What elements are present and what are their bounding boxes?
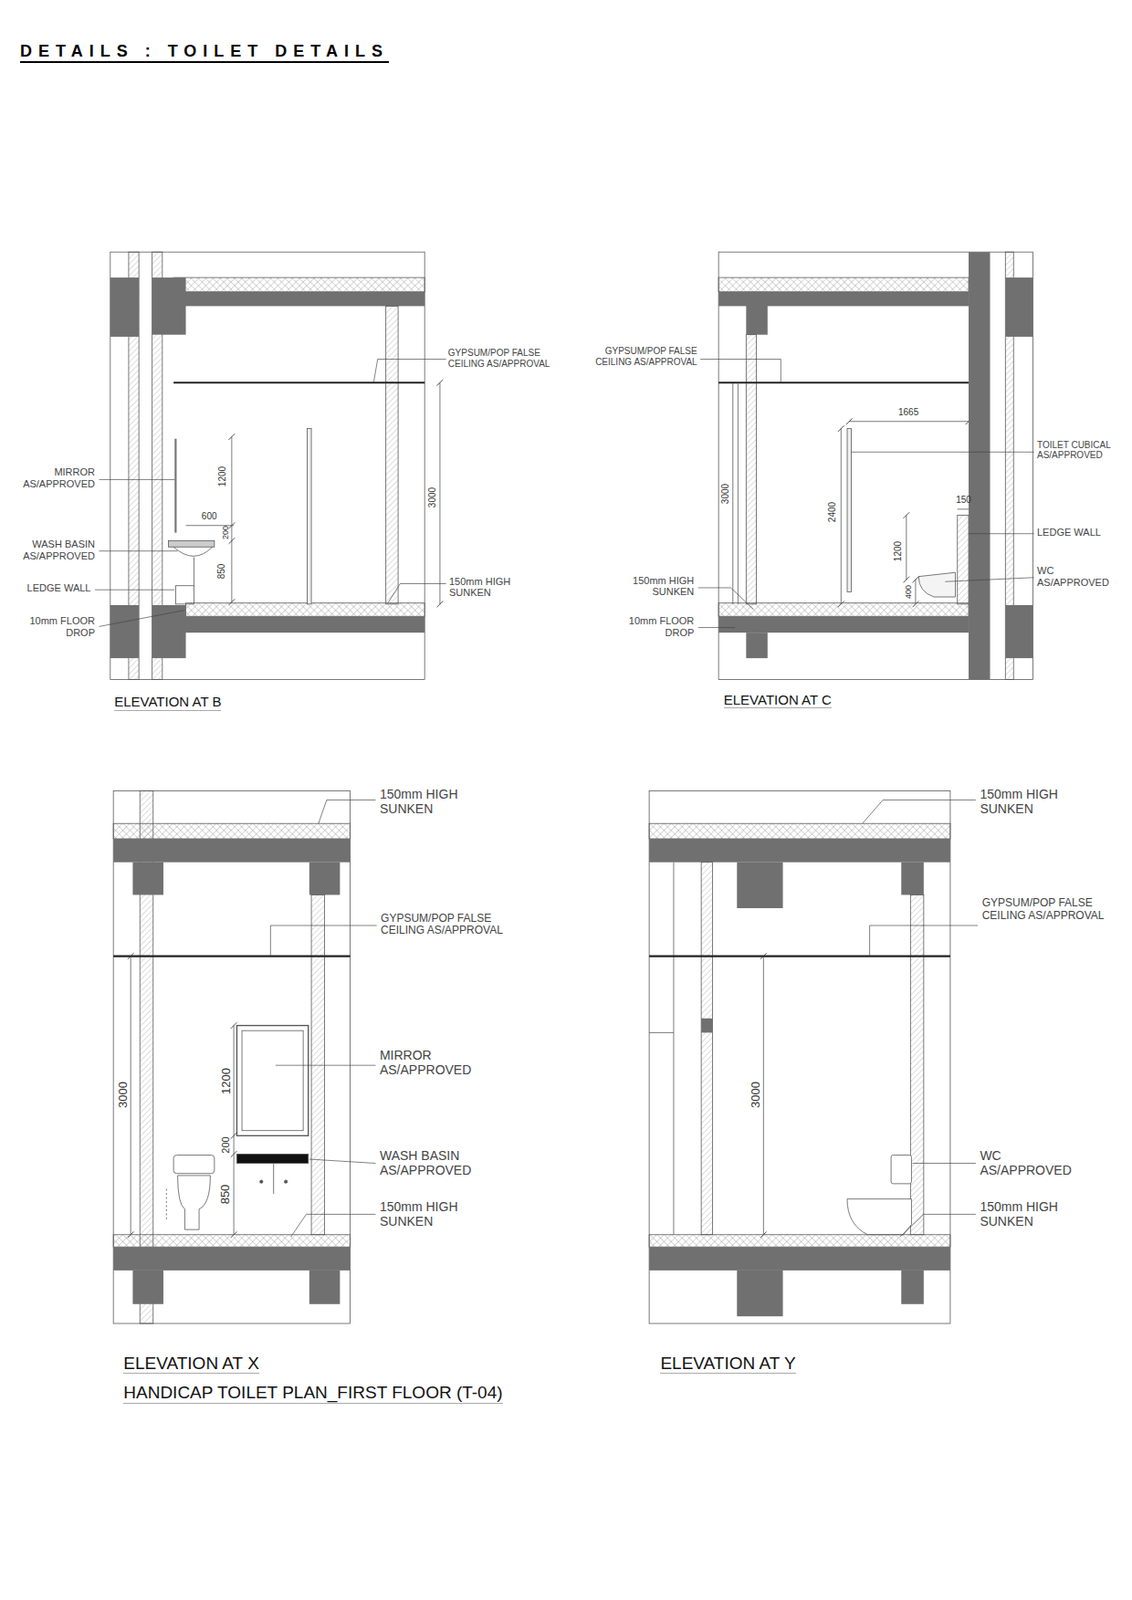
callout-note: GYPSUM/POP FALSE CEILING AS/APPROVAL (585, 345, 698, 367)
callout-note: 150mm HIGH SUNKEN (623, 575, 694, 598)
callout-note: WC AS/APPROVED (1037, 565, 1114, 588)
dimension-text: 150 (955, 495, 972, 505)
drawing-caption: ELEVATION AT B (114, 693, 221, 711)
dimension-text: 200 (221, 525, 231, 540)
elevation-c (698, 251, 1035, 680)
callout-note: GYPSUM/POP FALSE CEILING AS/APPROVAL (982, 897, 1117, 923)
callout-note: WASH BASIN AS/APPROVED (16, 538, 95, 562)
drawing-caption: ELEVATION AT X (123, 1353, 260, 1375)
callout-note: 150mm HIGH SUNKEN (379, 1199, 469, 1229)
dimension-text: 850 (220, 1184, 232, 1205)
dimension-text: 1200 (893, 541, 903, 562)
dimension-text: 3000 (749, 1081, 762, 1109)
callout-note: GYPSUM/POP FALSE CEILING AS/APPROVAL (380, 912, 515, 939)
dimension-text: 1200 (218, 466, 228, 487)
callout-note: TOILET CUBICAL AS/APPROVED (1037, 440, 1122, 462)
elevation-x (113, 790, 377, 1324)
callout-note: GYPSUM/POP FALSE CEILING AS/APPROVAL (448, 347, 561, 369)
dimension-text: 1665 (898, 408, 919, 418)
callout-note: 10mm FLOOR DROP (621, 615, 694, 639)
callout-note: LEDGE WALL (1037, 526, 1101, 539)
drawing-caption: HANDICAP TOILET PLAN_FIRST FLOOR (T-04) (123, 1383, 503, 1405)
callout-note: 150mm HIGH SUNKEN (379, 786, 469, 817)
dimension-text: 600 (201, 512, 218, 522)
dimension-text: 200 (220, 1136, 231, 1153)
sheet-title: DETAILS : TOILET DETAILS (20, 41, 389, 63)
callout-note: 10mm FLOOR DROP (22, 615, 95, 639)
callout-note: WASH BASIN AS/APPROVED (379, 1148, 480, 1178)
callout-note: 150mm HIGH SUNKEN (979, 1199, 1069, 1229)
callout-note: 150mm HIGH SUNKEN (979, 786, 1069, 817)
callout-note: 150mm HIGH SUNKEN (449, 576, 520, 599)
drawing-caption: ELEVATION AT Y (660, 1353, 796, 1375)
callout-note: WC AS/APPROVED (979, 1148, 1077, 1178)
elevation-b (94, 251, 447, 680)
dimension-text: 850 (218, 564, 228, 580)
dimension-text: 1200 (220, 1068, 232, 1095)
elevation-y (649, 790, 978, 1324)
dimension-text: 3000 (116, 1081, 129, 1109)
callout-note: MIRROR AS/APPROVED (16, 466, 95, 490)
drawing-caption: ELEVATION AT C (723, 691, 832, 709)
dimension-text: 3000 (721, 483, 731, 504)
callout-note: MIRROR AS/APPROVED (379, 1048, 479, 1078)
dimension-text: 3000 (428, 486, 438, 507)
dimension-text: 2400 (828, 502, 838, 523)
dimension-text: 400 (904, 585, 913, 599)
callout-note: LEDGE WALL (27, 582, 92, 595)
